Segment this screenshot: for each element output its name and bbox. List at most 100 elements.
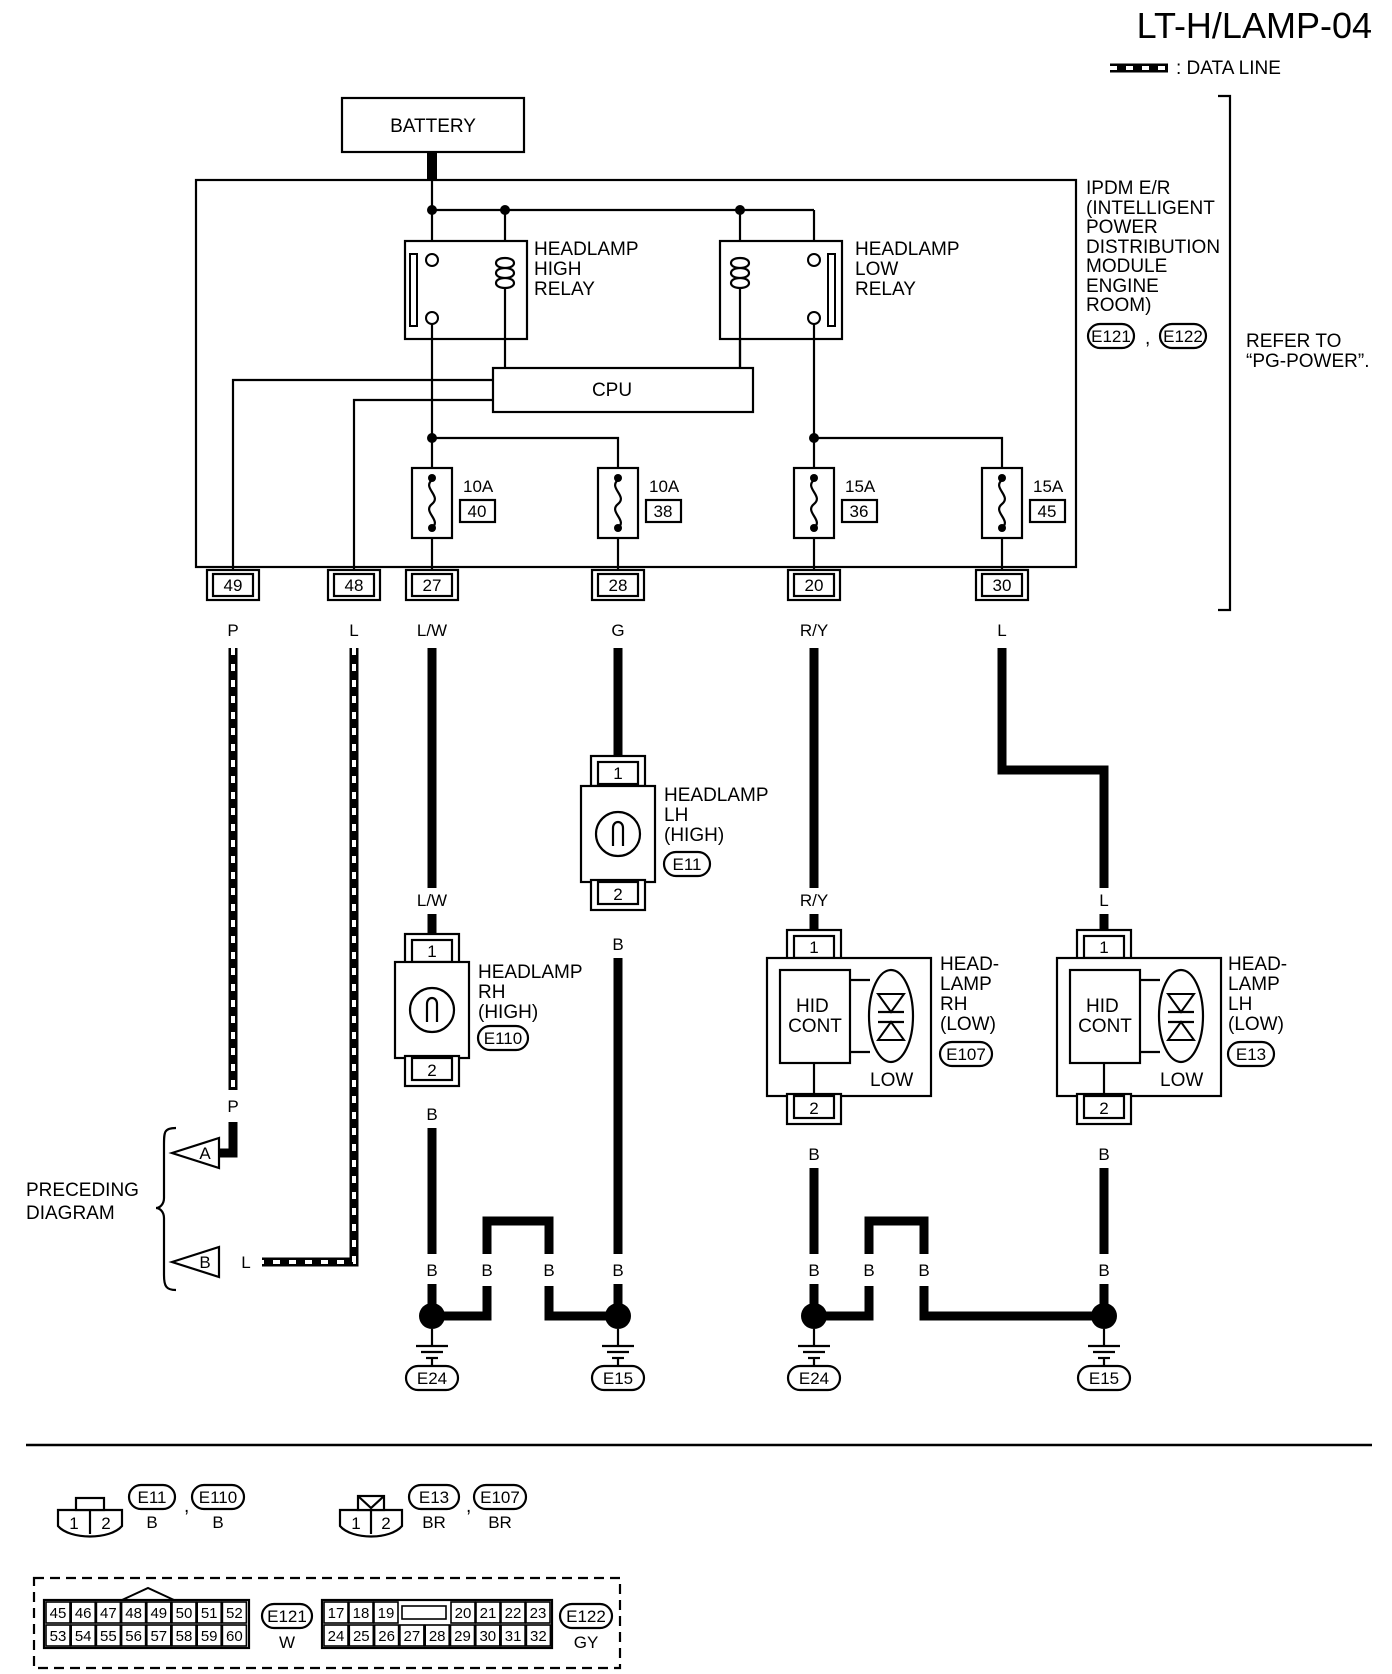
diagram-code: LT-H/LAMP-04 (1137, 5, 1372, 46)
connector-tag (1158, 322, 1208, 350)
terminal-20: 20 (786, 568, 842, 602)
fuse-number-box (644, 498, 683, 524)
pin-number: 2 (427, 1061, 436, 1080)
connector-id: E122 (1163, 327, 1203, 346)
pin-label: 60 (226, 1628, 243, 1645)
coil-icon (729, 256, 751, 290)
connector-tag (190, 1483, 246, 1511)
cpu-label: CPU (592, 380, 632, 401)
svg-text:20: 20 (805, 576, 824, 595)
fuse-number: 40 (468, 502, 487, 521)
fuse-number: 38 (654, 502, 673, 521)
wire-color: B (1098, 1145, 1109, 1164)
wire-p-to-a (220, 1122, 238, 1158)
pin-cell (348, 1624, 375, 1647)
terminal-27: 27 (404, 568, 460, 602)
wire-color: B (426, 1105, 437, 1124)
wire-color: R/Y (800, 621, 828, 640)
pin-cell (449, 1624, 476, 1647)
connector-id: E110 (484, 1029, 522, 1048)
connector-tag (590, 1364, 646, 1392)
connector-id: E107 (480, 1488, 520, 1507)
connector-color: BR (488, 1513, 512, 1532)
svg-text:28: 28 (609, 576, 628, 595)
headlamp-rh-low (765, 928, 933, 1126)
headlamp-lh-low-label: HEAD- LAMP LH (LOW) (1228, 954, 1292, 1035)
pin-label: 56 (125, 1628, 142, 1645)
connector-id: E11 (138, 1488, 167, 1507)
pin-cell (323, 1601, 349, 1624)
terminal-49: 49 (205, 568, 261, 602)
headlamp-lh-high (579, 754, 657, 912)
pin-label: 51 (201, 1605, 218, 1622)
connector-tag (1076, 1364, 1132, 1392)
junction-dot (500, 205, 510, 215)
headlamp-rh-low-label: HEAD- LAMP RH (LOW) (940, 954, 1004, 1035)
pin-cell (450, 1601, 476, 1624)
svg-text:27: 27 (423, 576, 442, 595)
pin-cell (221, 1601, 248, 1624)
coil-icon (494, 256, 516, 290)
pin-cell (95, 1601, 122, 1624)
wire-color: G (611, 621, 624, 640)
pin-cell (474, 1624, 501, 1647)
hid-control-box (1068, 968, 1142, 1065)
junction-dot (427, 205, 437, 215)
pin-number: 1 (1099, 938, 1108, 957)
pin-label: 28 (429, 1628, 446, 1645)
fuse-number-box (840, 498, 879, 524)
headlamp-rh-high-label: HEADLAMP RH (HIGH) (478, 962, 587, 1023)
wire-color: B (918, 1261, 929, 1280)
pin-label: 48 (125, 1605, 142, 1622)
wire-color: P (227, 621, 238, 640)
pin-label: 22 (505, 1605, 522, 1622)
preceding-arrow-b: B (168, 1245, 221, 1279)
pin-label: 32 (530, 1628, 547, 1645)
refer-bracket (1218, 94, 1232, 612)
pin-label: 50 (176, 1605, 193, 1622)
wire-b-cross (822, 1286, 874, 1321)
preceding-brace (155, 1126, 177, 1292)
wire-b-cross (440, 1286, 492, 1321)
ipdm-label: IPDM E/R (INTELLIGENT POWER DISTRIBUTION… (1086, 178, 1225, 316)
wire-color: B (612, 935, 623, 954)
wire-color: P (227, 1097, 238, 1116)
wire-color: L (241, 1253, 250, 1272)
wire-color: L (1099, 891, 1108, 910)
refer-label: REFER TO “PG-POWER”. (1246, 331, 1370, 372)
separator: , (1145, 328, 1150, 349)
hid-cont-label: HID CONT (1078, 996, 1132, 1037)
ground-e24-left (416, 1303, 448, 1366)
terminal-48: 48 (326, 568, 382, 602)
pin-label: 26 (378, 1628, 395, 1645)
ground-e15-right (1088, 1303, 1120, 1366)
fuse-38 (596, 466, 640, 570)
pin-label: 25 (353, 1628, 370, 1645)
pin-label: 29 (454, 1628, 471, 1645)
wire-b-cross (482, 1216, 554, 1254)
pin-label: 21 (480, 1605, 497, 1622)
preceding-label: PRECEDING DIAGRAM (26, 1180, 144, 1224)
pin-label: 52 (226, 1605, 243, 1622)
bulb-icon (611, 820, 625, 846)
junction-dot (735, 205, 745, 215)
wire-b-cross (544, 1286, 610, 1321)
bulb-icon (425, 996, 439, 1022)
pin-cell (146, 1624, 172, 1647)
pin-cell (196, 1624, 222, 1647)
connector-tag (938, 1040, 994, 1068)
low-label: LOW (1160, 1070, 1203, 1091)
pin-label: 57 (150, 1628, 167, 1645)
pin-cell (171, 1601, 197, 1624)
ground-id: E24 (417, 1369, 447, 1388)
pin-label: 30 (479, 1628, 496, 1645)
data-line-l (262, 648, 359, 1267)
pin-cell (45, 1624, 71, 1647)
low-relay-label: HEADLAMP LOW RELAY (855, 239, 964, 300)
terminal-28: 28 (590, 568, 646, 602)
wire-color: B (1098, 1261, 1109, 1280)
pin-number: 2 (613, 885, 622, 904)
